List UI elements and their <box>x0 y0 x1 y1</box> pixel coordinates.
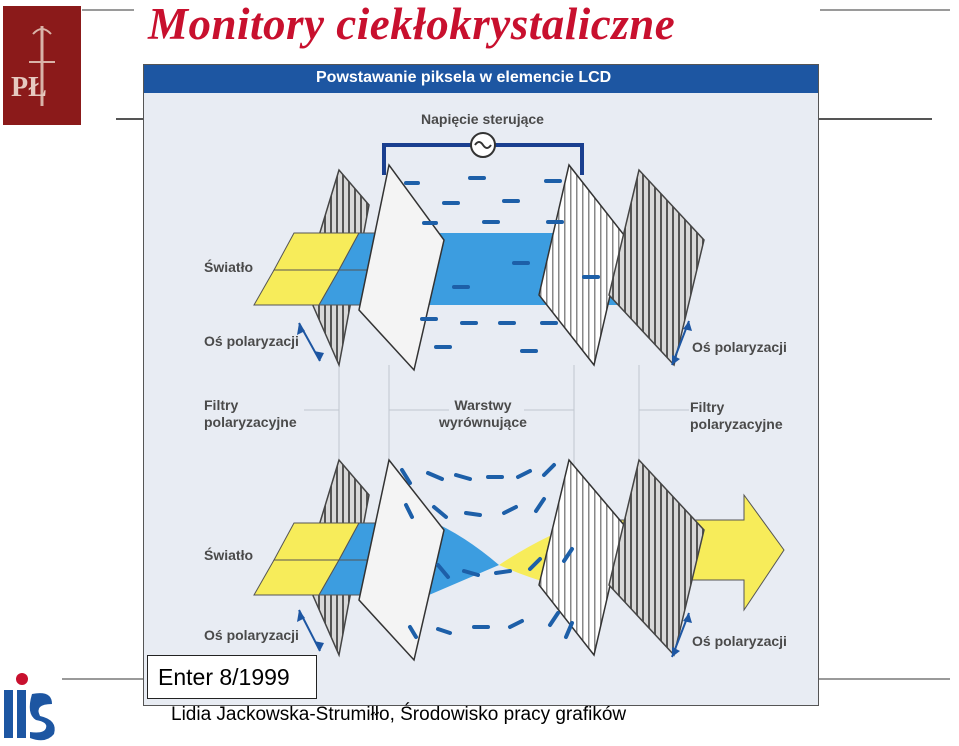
divider-mid-right <box>817 118 932 120</box>
svg-text:PŁ: PŁ <box>11 72 47 103</box>
divider-mid-left <box>116 118 144 120</box>
divider-top-right <box>820 9 950 11</box>
source-label: Enter 8/1999 <box>158 664 290 690</box>
footer-author: Lidia Jackowska-Strumiłło, Środowisko pr… <box>171 704 627 725</box>
polarizer-right-bottom <box>608 458 705 657</box>
filters-left-label: Filtry polaryzacyjne <box>204 397 297 430</box>
molecules-bottom <box>400 463 574 639</box>
guide-lines <box>304 355 689 465</box>
polarizer-right-top <box>608 168 705 367</box>
slide-title: Monitory ciekłokrystaliczne <box>148 0 676 49</box>
lcd-pixel-diagram: Powstawanie piksela w elemencie LCD <box>143 64 819 706</box>
alignment-layers-label: Warstwy wyrównujące <box>439 397 527 430</box>
diagram-header-bar: Powstawanie piksela w elemencie LCD <box>144 65 818 93</box>
voltage-circuit <box>382 132 584 175</box>
lcd-illustration <box>253 132 785 662</box>
axis-label-bottom-left: Oś polaryzacji <box>204 627 299 643</box>
divider-bottom-left <box>62 678 146 680</box>
voltage-label: Napięcie sterujące <box>421 111 544 127</box>
light-label-bottom: Światło <box>204 547 254 563</box>
divider-top-left <box>82 9 134 11</box>
institute-logo <box>4 673 55 741</box>
alignment-layer-left-top <box>358 163 445 372</box>
axis-label-top-right: Oś polaryzacji <box>692 339 787 355</box>
alignment-layer-right-top <box>538 163 625 367</box>
university-logo: PŁ <box>3 6 81 125</box>
diagram-header: Powstawanie piksela w elemencie LCD <box>316 69 612 86</box>
source-box: Enter 8/1999 <box>147 655 317 699</box>
divider-bottom-right <box>817 678 950 680</box>
molecules-top <box>404 176 600 353</box>
filters-right-label: Filtry polaryzacyjne <box>690 399 783 432</box>
alignment-layer-left-bottom <box>358 458 445 662</box>
axis-label-bottom-right: Oś polaryzacji <box>692 633 787 649</box>
axis-label-top-left: Oś polaryzacji <box>204 333 299 349</box>
light-label-top: Światło <box>204 259 254 275</box>
